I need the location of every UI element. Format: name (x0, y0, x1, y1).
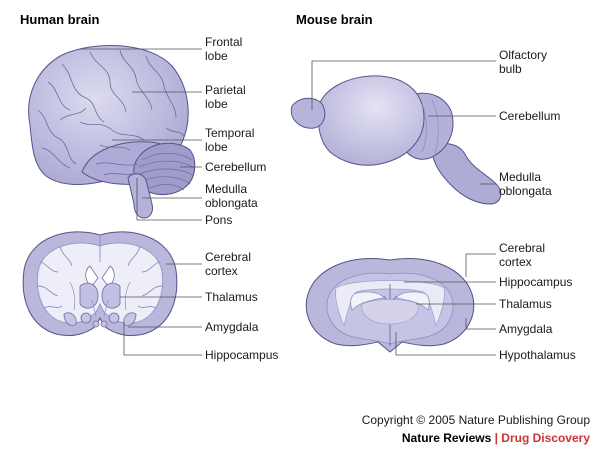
journal-name: Nature Reviews (401, 431, 492, 445)
label-mouse-hippocampus: Hippocampus (499, 275, 573, 289)
human-brain-heading: Human brain (20, 12, 100, 27)
mouse-medulla (431, 143, 502, 205)
journal-credit: Nature Reviews | Drug Discovery (402, 431, 590, 445)
mouse-cerebellum-folia (421, 99, 439, 157)
label-pons: Pons (205, 213, 233, 227)
human-deep-structures (63, 312, 137, 328)
mouse-olfactory-bulb (290, 97, 326, 129)
mouse-brain-coronal-section (305, 258, 475, 353)
mouse-brain-heading: Mouse brain (296, 12, 373, 27)
copyright-notice: Copyright © 2005 Nature Publishing Group (361, 413, 590, 427)
mouse-corpus-callosum (335, 280, 445, 328)
label-human-amygdala: Amygdala (205, 320, 259, 334)
human-brainstem (127, 173, 153, 219)
mouse-thalamus (361, 299, 419, 325)
human-tracts (69, 281, 131, 317)
label-hypothalamus: Hypothalamus (499, 348, 576, 362)
human-white-matter (37, 242, 163, 324)
label-human-medulla-oblongata: Medulla oblongata (205, 182, 258, 210)
label-olfactory-bulb: Olfactory bulb (499, 48, 548, 76)
label-human-thalamus: Thalamus (205, 290, 258, 304)
leader-lines (80, 48, 496, 356)
label-mouse-medulla-oblongata: Medulla oblongata (499, 170, 552, 198)
label-mouse-thalamus: Thalamus (499, 297, 552, 311)
label-parietal-lobe: Parietal lobe (205, 83, 246, 111)
label-temporal-lobe: Temporal lobe (205, 126, 255, 154)
human-gyri (37, 49, 185, 176)
label-frontal-lobe: Frontal lobe (205, 35, 243, 63)
credit-separator: | (494, 431, 498, 445)
mouse-cerebrum (317, 75, 425, 166)
human-thalamus (79, 282, 121, 309)
label-human-cerebral-cortex: Cerebral cortex (205, 250, 252, 278)
journal-section: Drug Discovery (501, 431, 590, 445)
human-cerebellum-folia (138, 152, 195, 191)
label-mouse-amygdala: Amygdala (499, 322, 553, 336)
label-mouse-cerebellum: Cerebellum (499, 109, 561, 123)
human-cortical-folds (37, 236, 163, 309)
mouse-hippocampus (350, 291, 430, 311)
label-human-hippocampus: Hippocampus (205, 348, 279, 362)
label-mouse-cerebral-cortex: Cerebral cortex (499, 241, 546, 269)
label-human-cerebellum: Cerebellum (205, 160, 267, 174)
human-brain-side-view (28, 44, 196, 219)
mouse-brain-side-view (290, 75, 502, 205)
human-brain-coronal-section (22, 231, 178, 337)
